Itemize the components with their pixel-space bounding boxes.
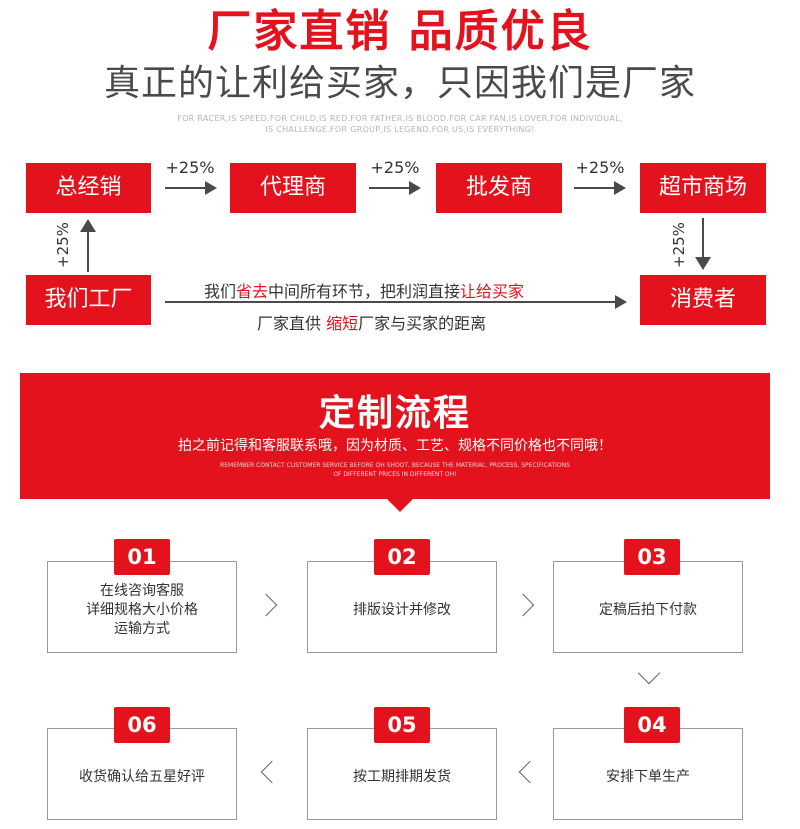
arrow-down-shaft xyxy=(702,218,704,258)
step-line: 在线咨询客服 xyxy=(100,582,184,599)
step-number-04: 04 xyxy=(624,707,680,743)
node-supermarket: 超市商场 xyxy=(640,163,766,213)
step-number-05: 05 xyxy=(374,707,430,743)
banner-title: 定制流程 xyxy=(318,393,471,434)
step-text: 在线咨询客服 详细规格大小价格 运输方式 xyxy=(86,582,198,639)
chevron-down-icon xyxy=(637,661,661,685)
msg-highlight-give: 让给买家 xyxy=(460,282,525,301)
markup-label-1: +25% xyxy=(165,158,215,177)
banner-english: REMEMBER CONTACT CUSTOMER SERVICE BEFORE… xyxy=(220,461,570,479)
arrow-right-2 xyxy=(369,181,421,195)
msg-part: 厂家与买家的距离 xyxy=(358,314,487,333)
step-card-03: 定稿后拍下付款 xyxy=(553,561,743,653)
banner-subtitle: 拍之前记得和客服联系哦，因为材质、工艺、规格不同价格也不同哦！ xyxy=(178,438,612,454)
chevron-right-icon xyxy=(254,593,278,617)
step-number-03: 03 xyxy=(624,539,680,575)
arrow-down-head xyxy=(695,257,711,270)
step-line: 安排下单生产 xyxy=(606,768,690,785)
process-banner xyxy=(20,373,770,499)
step-card-06: 收货确认给五星好评 xyxy=(47,728,237,820)
arrow-up-head xyxy=(80,219,96,232)
node-our-factory: 我们工厂 xyxy=(26,275,151,325)
step-card-04: 安排下单生产 xyxy=(553,728,743,820)
chevron-left-icon xyxy=(518,760,542,784)
msg-part: 我们 xyxy=(204,282,237,301)
step-number-01: 01 xyxy=(114,539,170,575)
banner-notch xyxy=(386,498,414,512)
english-tagline: FOR RACER,IS SPEED.FOR CHILD,IS RED.FOR … xyxy=(160,113,640,135)
step-card-01: 在线咨询客服 详细规格大小价格 运输方式 xyxy=(47,561,237,653)
node-wholesaler: 批发商 xyxy=(436,163,562,213)
step-number-06: 06 xyxy=(114,707,170,743)
english-tagline-line2: IS CHALLENGE.FOR GROUP,IS LEGEND.FOR US,… xyxy=(265,125,535,134)
arrow-right-1 xyxy=(165,181,217,195)
chevron-left-icon xyxy=(260,760,284,784)
banner-english-line1: REMEMBER CONTACT CUSTOMER SERVICE BEFORE… xyxy=(220,462,570,469)
msg-highlight-save: 省去 xyxy=(236,282,269,301)
node-general-distributor: 总经销 xyxy=(26,163,151,213)
markup-label-3: +25% xyxy=(575,158,625,177)
headline: 厂家直销 品质优良 xyxy=(207,6,593,57)
banner-english-line2: OF DIFFERENT PRICES IN DIFFERENT OH! xyxy=(333,471,457,478)
subheadline: 真正的让利给买家，只因我们是厂家 xyxy=(103,63,696,104)
msg-part: 厂家直供 xyxy=(257,314,327,333)
arrow-up-shaft xyxy=(87,230,89,272)
step-card-02: 排版设计并修改 xyxy=(307,561,497,653)
chevron-right-icon xyxy=(511,593,535,617)
arrow-factory-to-consumer xyxy=(165,295,627,309)
step-line: 定稿后拍下付款 xyxy=(599,601,697,618)
node-consumer: 消费者 xyxy=(640,275,766,325)
direct-message-line2: 厂家直供 缩短厂家与买家的距离 xyxy=(257,310,486,334)
step-card-05: 按工期排期发货 xyxy=(307,728,497,820)
arrow-right-3 xyxy=(574,181,626,195)
step-line: 详细规格大小价格 xyxy=(86,601,198,618)
step-line: 运输方式 xyxy=(114,620,170,637)
english-tagline-line1: FOR RACER,IS SPEED.FOR CHILD,IS RED.FOR … xyxy=(177,114,623,123)
markup-label-4: +25% xyxy=(54,222,72,268)
direct-message-line1: 我们省去中间所有环节，把利润直接让给买家 xyxy=(204,278,524,302)
step-number-02: 02 xyxy=(374,539,430,575)
msg-highlight-shorten: 缩短 xyxy=(326,314,359,333)
markup-label-2: +25% xyxy=(370,158,420,177)
step-line: 按工期排期发货 xyxy=(353,768,451,785)
step-line: 排版设计并修改 xyxy=(353,601,451,618)
node-agent: 代理商 xyxy=(230,163,356,213)
step-line: 收货确认给五星好评 xyxy=(79,768,205,785)
msg-part: 中间所有环节，把利润直接 xyxy=(268,282,461,301)
markup-label-5: +25% xyxy=(670,222,688,268)
